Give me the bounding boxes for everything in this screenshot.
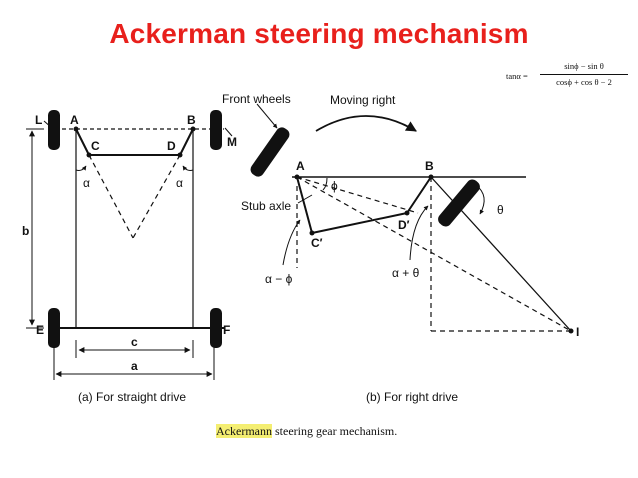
label-d-prime: D′ [398,218,410,232]
label-b-right: B [425,159,434,173]
right-drive-diagram [250,103,574,334]
stub-axle-leader [297,194,313,204]
label-f: F [223,323,230,337]
label-a-right: A [296,159,305,173]
label-a: A [70,113,79,127]
instant-centre-i [568,328,574,334]
formula-denominator: cosϕ + cos θ − 2 [556,77,612,87]
joint-b-right [428,174,434,180]
leader-m [224,127,233,137]
phi-arc [322,177,328,191]
joint-d [177,152,183,158]
joint-a-right [294,174,300,180]
label-c-prime: C′ [311,236,323,250]
label-alpha-left: α [83,176,90,190]
label-d-point: D [167,139,176,153]
joint-c [86,152,92,158]
straight-drive-diagram [26,110,233,380]
wheel-rear-left [48,308,60,348]
alpha-plus-theta-leader [409,205,429,261]
tan-alpha-formula: tanα = sinϕ − sin θ cosϕ + cos θ − 2 [506,60,632,96]
wheel-right-turned [438,179,480,227]
figure-caption-rest: steering gear mechanism. [271,424,398,438]
arm-b-d [406,176,432,214]
label-alpha-minus-phi: α − ϕ [265,272,293,286]
arm-ac [75,128,90,156]
label-l: L [35,113,42,127]
alpha-minus-phi-leader [282,219,301,266]
joint-d-prime [404,210,410,216]
label-theta: θ [497,203,504,217]
caption-right-drive: (b) For right drive [366,390,458,404]
wheel-rear-right [210,308,222,348]
wheel-front-left [48,110,60,150]
moving-right-arrow [315,115,417,132]
joint-a [73,126,79,132]
line-b-i [430,176,572,332]
wheel-front-right [210,110,222,150]
wheel-left-turned [250,127,290,177]
figure-caption-highlight: Ackermann [216,424,272,438]
formula-lhs: tanα = [506,71,528,81]
figure-caption: Ackermann steering gear mechanism. [216,424,397,439]
label-m: M [227,135,237,149]
dashed-line-a-d [296,176,419,214]
label-alpha-plus-theta: α + θ [392,266,420,280]
alpha-arc-right [182,165,194,171]
joint-b [190,126,196,132]
label-stub-axle: Stub axle [241,199,291,213]
arm-bd [179,128,194,156]
alpha-arc-left [75,165,87,171]
label-front-wheels: Front wheels [222,92,291,106]
label-phi: ϕ [331,179,338,193]
label-instant-centre: I [576,325,579,339]
label-c-point: C [91,139,100,153]
label-dimension-b: b [22,224,29,238]
straight-drive-labels: L A B M C D α α b E F c a (a) For straig… [22,113,237,404]
label-dimension-c: c [131,335,138,349]
label-e: E [36,323,44,337]
dashed-line-c [88,154,134,239]
formula-fraction-bar [540,74,628,75]
label-dimension-a: a [131,359,138,373]
label-moving-right: Moving right [330,93,396,107]
right-drive-labels: Front wheels Moving right A B ϕ θ Stub a… [222,92,579,404]
label-b: B [187,113,196,127]
caption-straight-drive: (a) For straight drive [78,390,186,404]
tie-rod-c-d [311,212,408,234]
slide-title: Ackerman steering mechanism [109,18,529,49]
dashed-line-d [132,154,181,239]
dashed-line-a-i [296,176,572,332]
joint-c-prime [309,230,315,236]
label-alpha-right: α [176,176,183,190]
front-wheels-leader-left [256,103,278,129]
formula-numerator: sinϕ − sin θ [564,61,604,71]
arm-a-c [296,176,313,234]
